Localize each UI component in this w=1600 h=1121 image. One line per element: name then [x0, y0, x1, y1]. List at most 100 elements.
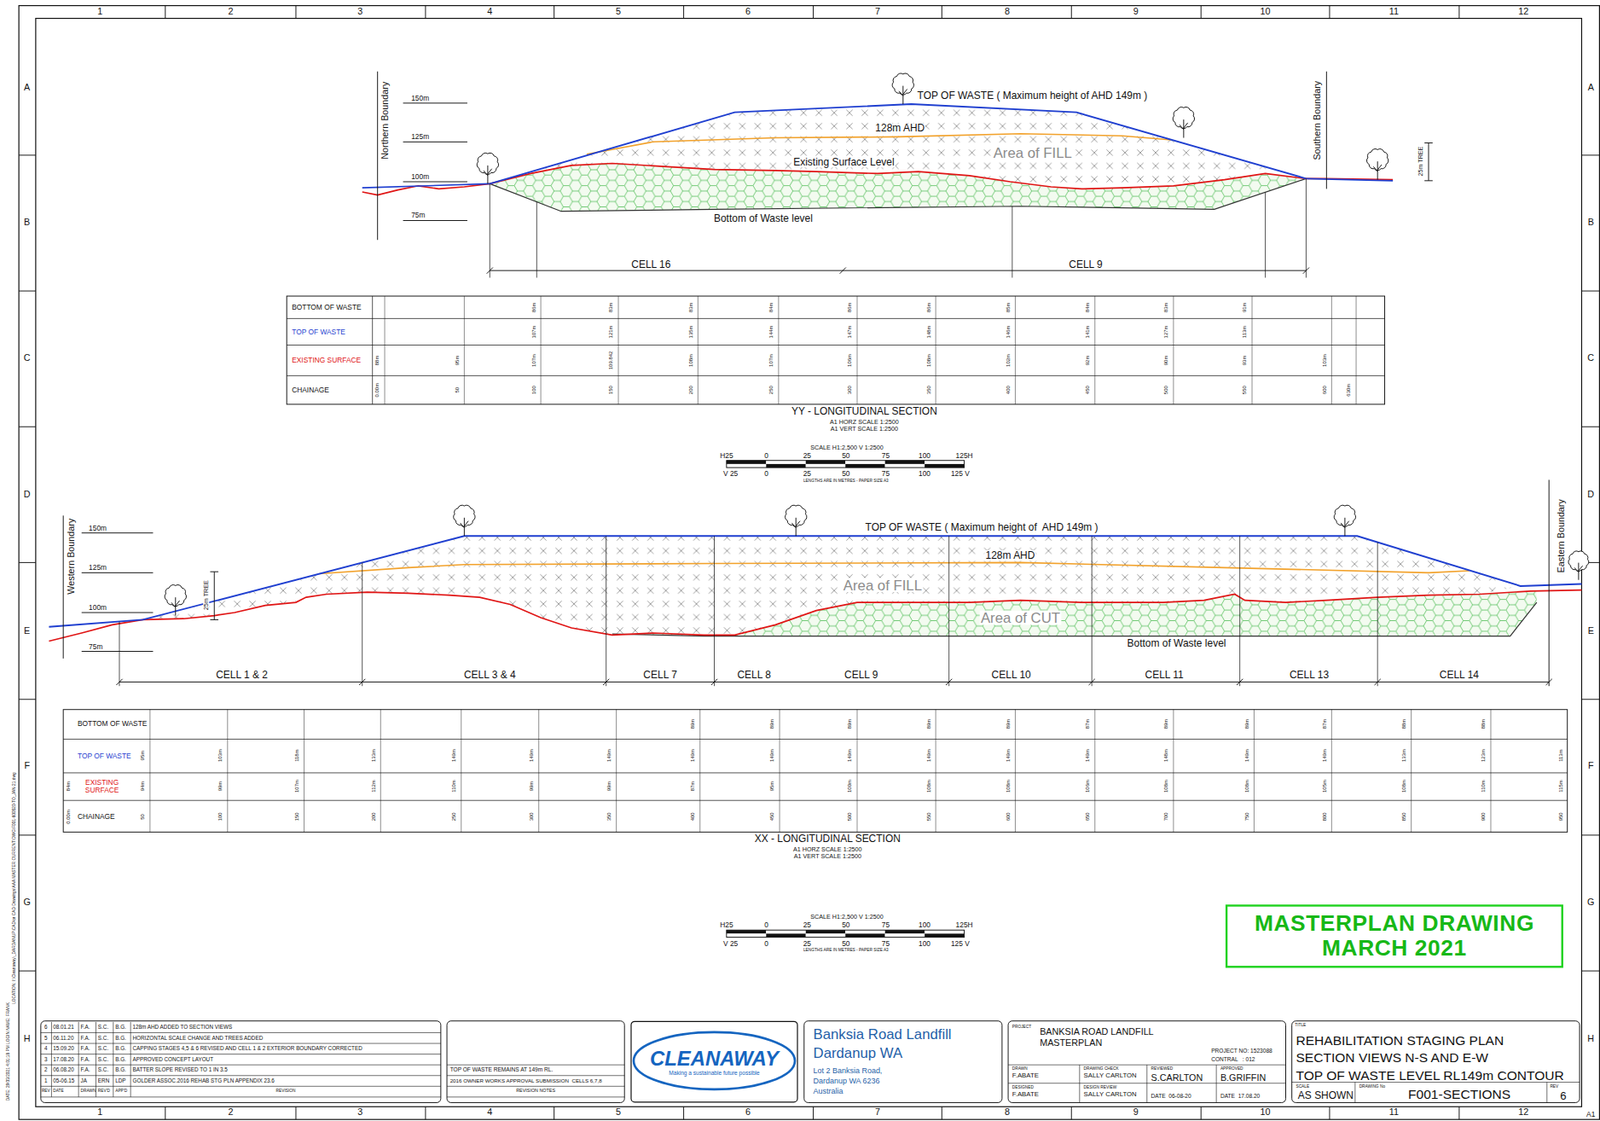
project-field: CONTRAL : 012 — [1211, 1056, 1255, 1063]
title-field: TITLE — [1294, 1022, 1306, 1027]
project-field: DRAWING CHECK — [1084, 1066, 1119, 1072]
table-value: 108m — [688, 353, 694, 367]
cell-label: CELL 14 — [1438, 669, 1481, 680]
dimension-tick — [1546, 678, 1553, 685]
table-value: 650 — [1084, 811, 1090, 821]
revision-cell: 05-06.15 — [52, 1078, 75, 1084]
tree-scale-line — [214, 571, 215, 620]
project-field: DESIGNED — [1012, 1084, 1034, 1090]
project-box — [1008, 1020, 1286, 1103]
table-rule — [40, 1074, 441, 1076]
tree-symbol — [164, 585, 186, 616]
grid-reference: 9 — [1133, 1107, 1139, 1118]
grid-tick — [295, 5, 296, 19]
scale-text: SCALE H1:2,500 V 1:2500 — [810, 913, 883, 920]
scale-text: H25 — [719, 452, 733, 459]
chainage-line — [489, 183, 491, 278]
revision-cell: F.A. — [81, 1035, 91, 1041]
project-field: SALLY CARLTON — [1084, 1090, 1137, 1098]
table-rule — [40, 1085, 441, 1087]
table-rule — [779, 709, 781, 833]
grid-reference: C — [23, 353, 31, 364]
revision-cell: 08.01.21 — [52, 1024, 75, 1030]
section-annotation: Area of CUT — [979, 610, 1061, 626]
section-title: A1 HORZ SCALE 1:2500 — [793, 846, 863, 853]
scale-text: 125 V — [950, 469, 970, 477]
grid-tick — [424, 5, 426, 19]
scale-text: 100 — [918, 939, 931, 947]
revision-cell: 2 — [44, 1066, 48, 1073]
grid-tick — [683, 5, 685, 19]
grid-reference: 3 — [357, 1107, 363, 1118]
grid-reference: F — [1588, 760, 1595, 771]
tree-symbol — [785, 504, 807, 536]
scale-text: 25 — [803, 939, 812, 947]
table-value: 103m — [1321, 353, 1328, 367]
title-field: F001-SECTIONS — [1408, 1087, 1511, 1102]
table-value: 148m — [926, 324, 932, 338]
revision-header: DATE — [52, 1089, 64, 1094]
cell-label: CELL 3 & 4 — [463, 669, 517, 680]
table-rule — [40, 1095, 441, 1097]
table-value: 150 — [294, 811, 300, 821]
table-rule — [63, 738, 1568, 740]
section-annotation: 128m AHD — [874, 123, 926, 134]
grid-tick — [1458, 5, 1460, 19]
revision-cell: S.C. — [98, 1035, 109, 1041]
tree-symbol — [892, 73, 914, 105]
table-value: 149m — [689, 748, 696, 762]
table-value: 500 — [1164, 385, 1170, 395]
scale-text: 25 — [803, 452, 812, 459]
table-rule — [446, 1085, 625, 1087]
table-value: 89m — [1005, 718, 1011, 730]
table-rule — [857, 709, 858, 833]
project-field: S.CARLTON — [1151, 1072, 1204, 1083]
scale-bar-segment — [726, 460, 766, 464]
scale-bar-segment — [924, 463, 964, 468]
scale-text: SCALE H1:2,500 V 1:2500 — [810, 444, 883, 451]
grid-tick — [1581, 290, 1600, 292]
table-rule — [1410, 709, 1412, 833]
bottom-of-waste-line — [489, 178, 1306, 211]
table-rule — [40, 1053, 441, 1055]
grid-reference: A — [23, 83, 30, 93]
table-rule — [112, 1021, 114, 1097]
table-value: 106m — [1084, 779, 1090, 793]
chainage-line — [1264, 191, 1266, 278]
site-box — [804, 1020, 1003, 1103]
scale-bar-segment — [765, 929, 806, 934]
grid-reference: 4 — [486, 6, 493, 17]
grid-reference: 11 — [1389, 6, 1399, 17]
scale-text: 50 — [841, 469, 850, 477]
tree-scale-line — [209, 571, 219, 573]
revision-cell: 06.11.20 — [52, 1035, 74, 1041]
scale-bar-segment — [805, 929, 846, 934]
table-rule — [1078, 1064, 1080, 1102]
table-value: 450 — [1084, 385, 1090, 395]
node-heading: CLEANAWAY — [649, 1047, 779, 1070]
project-field: PROJECT NO: 1523088 — [1211, 1048, 1273, 1055]
table-rule — [130, 1021, 132, 1097]
stamp-box: MASTERPLAN DRAWING MARCH 2021 — [1225, 904, 1564, 968]
table-value: 87m — [1084, 718, 1090, 730]
section-annotation: Bottom of Waste level — [1125, 637, 1227, 649]
table-value: 87m — [1321, 718, 1328, 730]
table-value: 200 — [688, 385, 694, 395]
level-label: 75m — [411, 211, 425, 219]
scale-bar-segment — [765, 460, 806, 464]
grid-reference: 8 — [1004, 1107, 1010, 1118]
cell-label: CELL 13 — [1288, 669, 1331, 680]
grid-reference: 7 — [875, 1107, 881, 1118]
contour-128-line — [318, 562, 1469, 574]
scale-text: 125H — [956, 921, 974, 928]
table-value: 149m — [1084, 748, 1090, 762]
cut-area — [489, 162, 1306, 211]
grid-reference: B — [23, 217, 30, 227]
scale-text: 125 V — [950, 939, 970, 947]
revision-cell: BATTER SLOPE REVISED TO 1 IN 3.5 — [133, 1066, 228, 1073]
table-rule — [446, 1095, 625, 1097]
table-value: 86m — [531, 301, 537, 313]
tree-symbol — [476, 152, 499, 184]
table-rule — [226, 709, 228, 833]
table-value: 105m — [1321, 779, 1328, 793]
